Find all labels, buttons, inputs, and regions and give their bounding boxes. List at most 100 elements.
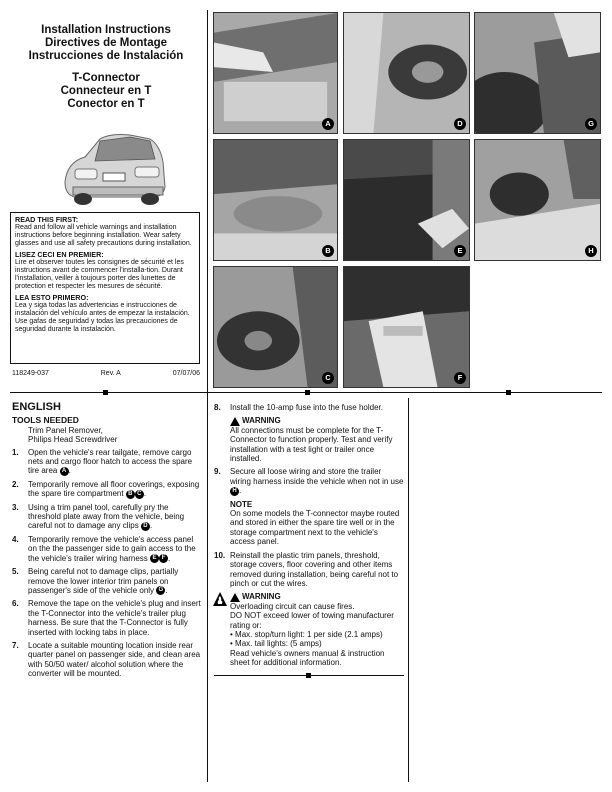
title-line-en: Installation Instructions <box>41 24 171 36</box>
photo-a: A <box>213 12 338 134</box>
step-text: Reinstall the plastic trim panels, thres… <box>230 550 399 588</box>
step-number: 6. <box>12 599 19 609</box>
photo-label: G <box>585 118 597 130</box>
photo-ref-badge: A <box>59 466 69 476</box>
step-number: 8. <box>214 403 221 412</box>
step-text: Locate a suitable mounting location insi… <box>28 640 201 679</box>
step-text: Temporarily remove the vehicle's access … <box>28 534 196 563</box>
step-number: 10. <box>214 550 226 560</box>
part-number: 118249-037 <box>12 370 49 377</box>
photo-label: D <box>454 118 466 130</box>
tool-item: Trim Panel Remover, <box>28 425 103 435</box>
step-number: 5. <box>12 567 19 577</box>
warning-line: Read vehicle's owners manual & instructi… <box>230 648 385 668</box>
product-line-en: T-Connector <box>72 72 140 84</box>
step-punctuation: . <box>168 553 171 563</box>
photo-ref-badge: H <box>230 486 239 496</box>
step-number: 1. <box>12 447 19 457</box>
read-first-heading-fr: LISEZ CECI EN PREMIER: <box>15 250 104 259</box>
photo-b: B <box>213 139 338 261</box>
photo-c: C <box>213 266 338 388</box>
read-first-heading-es: LEA ESTO PRIMERO: <box>15 293 89 302</box>
revision-date: 07/07/06 <box>172 370 200 377</box>
step-number: 3. <box>12 502 19 512</box>
step-text: Using a trim panel tool, carefully pry t… <box>28 502 185 531</box>
warning-body: All connections must be complete for the… <box>230 425 393 464</box>
photo-e: E <box>343 139 470 261</box>
photo-label: A <box>322 118 334 130</box>
step-body: Using a trim panel tool, carefully pry t… <box>28 503 202 531</box>
divider-marker <box>305 390 310 395</box>
divider-marker <box>506 390 511 395</box>
step-body: Open the vehicle's rear tailgate, remove… <box>28 448 202 476</box>
warning-heading: WARNING <box>242 416 281 426</box>
title-block: Installation Instructions Directives de … <box>10 24 202 63</box>
read-first-body-es: Lea y siga todas las advertencias e inst… <box>15 302 190 333</box>
step-number: 4. <box>12 534 19 544</box>
read-first-box: READ THIS FIRST: Read and follow all veh… <box>10 212 200 364</box>
product-block: T-Connector Connecteur en T Conector en … <box>10 72 202 111</box>
warning-overload: WARNING Overloading circuit can cause fi… <box>213 592 404 668</box>
note-heading: NOTE <box>230 499 253 509</box>
divider-marker <box>103 390 108 395</box>
photo-label: F <box>454 372 466 384</box>
step-body: Locate a suitable mounting location insi… <box>28 641 202 679</box>
title-line-fr: Directives de Montage <box>44 37 168 49</box>
step-punctuation: . <box>149 521 153 531</box>
product-line-es: Conector en T <box>67 98 145 110</box>
step-punctuation: . <box>143 489 147 499</box>
note-body: On some models the T-connector maybe rou… <box>230 509 400 547</box>
photo-ref-badge: F <box>159 554 169 564</box>
vehicle-illustration <box>55 127 170 212</box>
tool-item: Philips Head Screwdriver <box>28 435 118 445</box>
step-9: 9. Secure all loose wiring and store the… <box>214 467 404 496</box>
note-block: NOTE On some models the T-connector mayb… <box>230 500 404 547</box>
warning-triangle-icon <box>230 416 240 426</box>
revision: Rev. A <box>100 370 121 377</box>
step-punctuation: . <box>68 466 71 476</box>
read-first-body-fr: Lire et observer toutes les consignes de… <box>15 259 184 290</box>
english-column-1: ENGLISH TOOLS NEEDED Trim Panel Remover,… <box>12 401 202 683</box>
warning-triangle-icon <box>230 592 240 602</box>
step-6: 6. Remove the tape on the vehicle's plug … <box>12 599 202 637</box>
photo-ref-badge: D <box>140 521 150 531</box>
photo-label: E <box>454 245 466 257</box>
step-number: 2. <box>12 479 19 489</box>
tools-list: Trim Panel Remover, Philips Head Screwdr… <box>28 426 202 445</box>
step-5: 5. Being careful not to damage clips, par… <box>12 567 202 596</box>
photo-label: C <box>322 372 334 384</box>
photo-g: G <box>474 12 601 134</box>
step-body: Temporarily remove all floor coverings, … <box>28 480 202 499</box>
step-text: Remove the tape on the vehicle's plug an… <box>28 599 201 637</box>
step-number: 7. <box>12 640 19 650</box>
fire-hazard-icon <box>213 592 227 610</box>
step-number: 9. <box>214 467 221 477</box>
steps-list: 1. Open the vehicle's rear tailgate, remo… <box>12 448 202 679</box>
warning-line: Overloading circuit can cause fires. <box>230 601 355 611</box>
read-first-body-en: Read and follow all vehicle warnings and… <box>15 224 192 247</box>
step-text: Temporarily remove all floor coverings, … <box>28 479 200 499</box>
column-divider-right <box>408 398 409 782</box>
step-text: Secure all loose wiring and store the tr… <box>230 467 404 486</box>
step-7: 7. Locate a suitable mounting location in… <box>12 641 202 679</box>
step-body: Temporarily remove the vehicle's access … <box>28 534 202 564</box>
photo-ref-badge: C <box>134 489 144 499</box>
warning-line: • Max. stop/turn light: 1 per side (2.1 … <box>230 629 383 639</box>
tools-heading: TOOLS NEEDED <box>12 415 79 426</box>
step-4: 4. Temporarily remove the vehicle's acces… <box>12 534 202 564</box>
title-line-es: Instrucciones de Instalación <box>28 50 184 62</box>
warning-heading: WARNING <box>242 592 281 602</box>
product-line-fr: Connecteur en T <box>60 85 152 97</box>
warning-line: • Max. tail lights: (5 amps) <box>230 639 322 649</box>
step-text: Open the vehicle's rear tailgate, remove… <box>28 447 193 476</box>
read-first-heading-en: READ THIS FIRST: <box>15 215 79 224</box>
step-2: 2. Temporarily remove all floor coverings… <box>12 480 202 499</box>
photo-d: D <box>343 12 470 134</box>
photo-ref-badge: G <box>156 586 166 596</box>
step-10: 10. Reinstall the plastic trim panels, t… <box>214 551 404 589</box>
column-divider-left <box>207 10 208 782</box>
end-rule <box>214 672 404 680</box>
step-1: 1. Open the vehicle's rear tailgate, remo… <box>12 448 202 476</box>
part-info-row: 118249-037 Rev. A 07/07/06 <box>12 370 200 377</box>
step-body: Being careful not to damage clips, parti… <box>28 567 202 596</box>
